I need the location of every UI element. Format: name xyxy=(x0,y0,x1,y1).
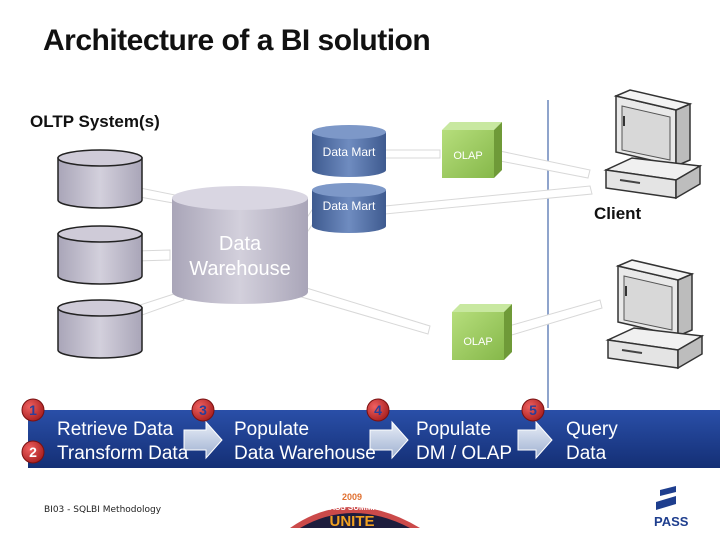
step-text-query-1: Query xyxy=(566,419,618,440)
client-computer-2 xyxy=(605,259,705,370)
data-warehouse-label: Data Warehouse xyxy=(170,232,310,282)
step-text-populate-dw-1: Populate xyxy=(234,419,310,440)
logo-year: 2009 xyxy=(342,492,362,502)
data-mart-cylinder-2 xyxy=(312,183,386,233)
step-number-2: 2 xyxy=(29,444,37,460)
step-number-4: 4 xyxy=(374,402,382,418)
step-arrow-1 xyxy=(183,420,223,460)
step-badge-1: 1 xyxy=(21,398,45,422)
client-label: Client xyxy=(594,204,642,223)
pass-brand-logo: PASS xyxy=(654,486,689,529)
step-arrow-2 xyxy=(369,420,409,460)
olap-cube-2 xyxy=(452,304,512,360)
connector-dm-client xyxy=(384,185,593,215)
data-warehouse-line2: Warehouse xyxy=(189,258,291,280)
brand-text: PASS xyxy=(654,514,689,529)
footer-text: BI03 - SQLBI Methodology xyxy=(44,505,162,515)
step-arrow-3 xyxy=(517,420,553,460)
connector-olap-client xyxy=(494,149,591,179)
data-warehouse-cylinder xyxy=(172,186,308,304)
data-mart-label-2: Data Mart xyxy=(322,199,376,213)
logo-line2: UNITE xyxy=(330,513,375,530)
step-text-populate-dw-2: Data Warehouse xyxy=(234,443,376,464)
step-text-populate-dm-1: Populate xyxy=(416,419,492,440)
oltp-database-1 xyxy=(57,149,143,209)
oltp-database-2 xyxy=(57,225,143,285)
data-mart-label-1: Data Mart xyxy=(322,145,376,159)
oltp-label: OLTP System(s) xyxy=(30,112,160,131)
logo-line1: PASS SUMMIT xyxy=(325,503,380,512)
client-computer-1 xyxy=(603,89,703,200)
step-text-populate-dm-2: DM / OLAP xyxy=(416,443,513,464)
step-arrows xyxy=(183,420,553,460)
step-number-5: 5 xyxy=(529,402,537,418)
step-text-retrieve: Retrieve Data xyxy=(57,419,174,440)
step-badge-4: 4 xyxy=(366,398,390,422)
step-text-transform: Transform Data xyxy=(57,443,189,464)
page-title: Architecture of a BI solution xyxy=(43,24,431,57)
step-number-3: 3 xyxy=(199,402,207,418)
step-badge-2: 2 xyxy=(21,440,45,464)
step-number-1: 1 xyxy=(29,402,37,418)
pass-summit-logo: 2009 PASS SUMMIT UNITE xyxy=(290,492,420,530)
olap-cube-1 xyxy=(442,122,502,178)
step-text-query-2: Data xyxy=(566,443,607,464)
step-badge-3: 3 xyxy=(191,398,215,422)
data-warehouse-line1: Data xyxy=(218,233,262,255)
olap-label-2: OLAP xyxy=(463,336,493,348)
olap-label-1: OLAP xyxy=(453,150,483,162)
step-badge-5: 5 xyxy=(521,398,545,422)
data-mart-cylinder-1 xyxy=(312,125,386,177)
oltp-database-3 xyxy=(57,299,143,359)
connector-dw-olap xyxy=(297,285,431,335)
